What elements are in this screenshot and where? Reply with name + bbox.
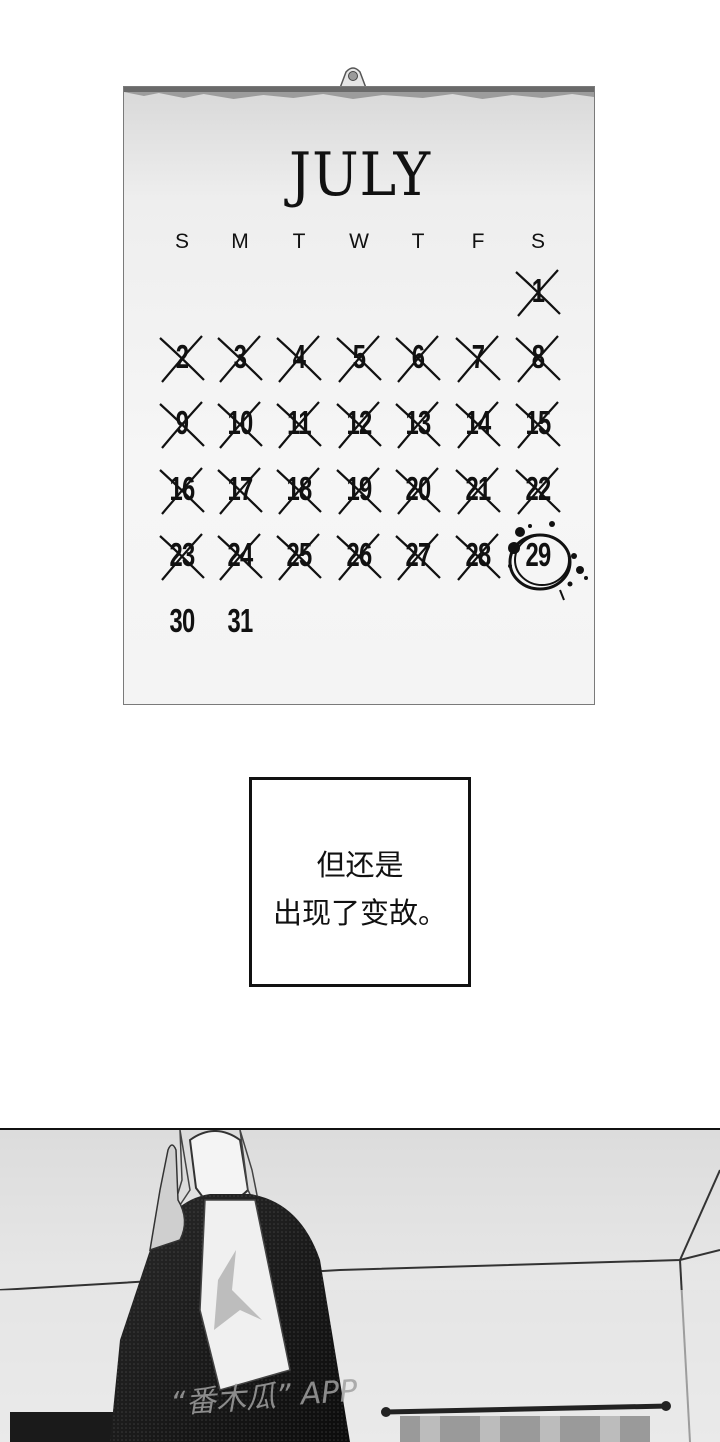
hanger-nail — [338, 67, 368, 89]
calendar-day: 13 — [405, 404, 432, 441]
calendar-day: 10 — [227, 404, 254, 441]
torn-paper-edge — [124, 87, 594, 99]
weekday-label: F — [471, 230, 485, 253]
calendar-day: 24 — [227, 536, 254, 573]
calendar-day: 21 — [465, 470, 492, 507]
calendar-day: 14 — [465, 404, 492, 441]
calendar-day: 19 — [346, 470, 373, 507]
calendar-day: 4 — [292, 338, 306, 375]
calendar-day: 17 — [227, 470, 254, 507]
panel-illustration — [0, 1130, 720, 1442]
weekday-label: S — [530, 230, 545, 253]
calendar-day: 11 — [287, 404, 311, 441]
calendar-day: 16 — [169, 470, 196, 507]
calendar-day: 22 — [525, 470, 552, 507]
weekday-label: M — [231, 230, 249, 253]
calendar-day: 23 — [169, 536, 196, 573]
calendar-day: 29 — [525, 536, 552, 573]
calendar-day: 28 — [465, 536, 492, 573]
month-title: JULY — [289, 140, 431, 210]
calendar-day: 2 — [175, 338, 189, 375]
calendar-day: 3 — [233, 338, 247, 375]
weekday-label: W — [349, 230, 369, 253]
calendar-day: 30 — [169, 602, 196, 639]
calendar-day: 18 — [286, 470, 313, 507]
calendar-day: 6 — [411, 338, 425, 375]
calendar-day: 31 — [227, 602, 254, 639]
calendar-day: 15 — [525, 404, 552, 441]
wall-calendar — [123, 86, 595, 705]
calendar-day: 25 — [286, 536, 313, 573]
calendar-day: 5 — [352, 338, 366, 375]
narration-box: 但还是 出现了变故。 — [249, 777, 471, 987]
calendar-day: 7 — [471, 338, 485, 375]
calendar-day: 26 — [346, 536, 373, 573]
manga-panel-figure — [0, 1128, 720, 1442]
calendar-day: 8 — [531, 338, 545, 375]
weekday-label: S — [174, 230, 189, 253]
calendar-day: 1 — [531, 272, 545, 309]
caption-line-2: 出现了变故。 — [272, 896, 447, 930]
calendar-day: 12 — [346, 404, 373, 441]
circled-day-ink-mark — [508, 521, 588, 601]
caption-line-1: 但还是 — [316, 848, 404, 882]
weekday-label: T — [411, 230, 425, 253]
calendar-day: 27 — [405, 536, 432, 573]
calendar-day: 20 — [405, 470, 432, 507]
calendar-day: 9 — [175, 404, 189, 441]
weekday-label: T — [292, 230, 306, 253]
